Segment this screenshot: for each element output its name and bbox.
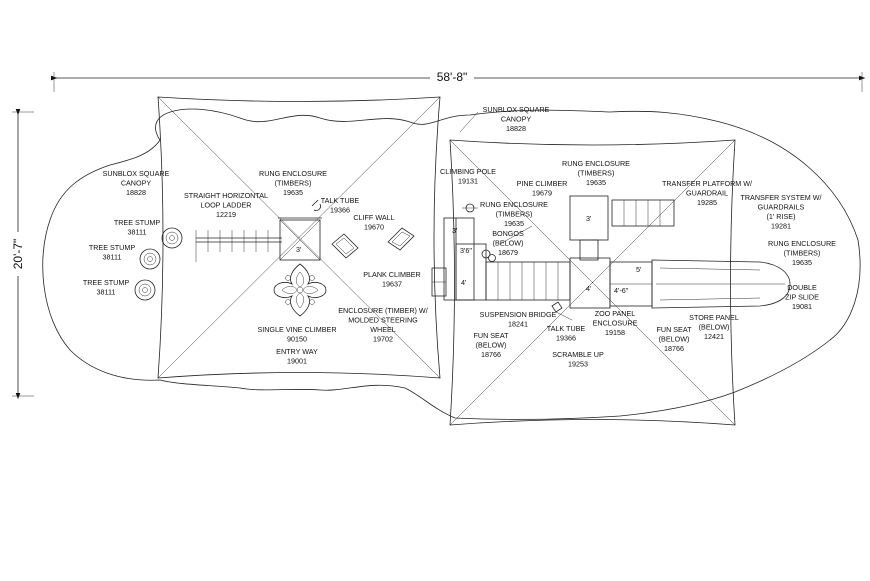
use-zone-outline bbox=[42, 108, 861, 420]
bongos-label: BONGOS(BELOW)18679 bbox=[492, 229, 524, 257]
climbing-pole-shape bbox=[462, 203, 478, 213]
loop-ladder-shape bbox=[195, 230, 282, 262]
rung-enclosure-right-label: RUNG ENCLOSURE(TIMBERS)19635 bbox=[768, 239, 836, 267]
deck-heights: 3' 3' 3' 3'6" 4' 4' 4'-6" 5' 3' bbox=[296, 214, 642, 295]
left-deck bbox=[278, 217, 322, 261]
center-deck bbox=[431, 217, 487, 301]
deck-height-7: 4'-6" bbox=[614, 286, 629, 295]
transfer-system-label: TRANSFER SYSTEM W/GUARDRAILS(1' RISE)192… bbox=[740, 193, 821, 231]
right-tower bbox=[569, 195, 653, 309]
width-dimension: 58'-8" bbox=[50, 70, 866, 92]
deck-height-4: 3'6" bbox=[460, 246, 472, 255]
rung-enclosure-mid-label: RUNG ENCLOSURE(TIMBERS)19635 bbox=[480, 200, 548, 228]
talk-tube-top-shape bbox=[311, 199, 321, 211]
rung-enclosure-top-label: RUNG ENCLOSURE(TIMBERS)19635 bbox=[562, 159, 630, 187]
fun-seat-left-label: FUN SEAT(BELOW)18766 bbox=[473, 331, 509, 359]
double-zip-slide-shape bbox=[651, 259, 791, 309]
width-dimension-label: 58'-8" bbox=[437, 70, 468, 84]
leader-lines bbox=[459, 111, 573, 321]
fun-seat-right-label: FUN SEAT(BELOW)18766 bbox=[656, 325, 692, 353]
deck-height-8: 5' bbox=[636, 265, 642, 274]
tree-stump-1-shape bbox=[161, 227, 183, 249]
store-panel-label: STORE PANEL(BELOW)12421 bbox=[689, 313, 739, 341]
height-dimension: 20'-7" bbox=[10, 108, 34, 400]
suspension-bridge-shape bbox=[485, 261, 571, 301]
talk-tube-bottom-shape bbox=[551, 301, 563, 313]
height-dimension-label: 20'-7" bbox=[11, 239, 25, 270]
cliff-wall-shape bbox=[331, 233, 359, 259]
rung-enclosure-left-label: RUNG ENCLOSURE(TIMBERS)19635 bbox=[259, 169, 327, 197]
sunblox-canopy-left-shape bbox=[157, 96, 441, 379]
tree-stump-3-shape bbox=[134, 279, 156, 301]
deck-height-1: 3' bbox=[296, 245, 302, 254]
bongos-shape bbox=[481, 249, 496, 262]
deck-height-6: 4' bbox=[586, 284, 592, 293]
deck-height-3: 3' bbox=[586, 214, 592, 223]
steering-wheel-shape bbox=[387, 227, 415, 251]
single-vine-climber-shape bbox=[273, 263, 327, 317]
sunblox-canopy-right-shape bbox=[449, 139, 736, 426]
transfer-platform-shape bbox=[611, 199, 675, 227]
deck-height-2: 3' bbox=[452, 226, 458, 235]
deck-height-5: 4' bbox=[461, 278, 467, 287]
tree-stump-2-shape bbox=[139, 248, 161, 270]
